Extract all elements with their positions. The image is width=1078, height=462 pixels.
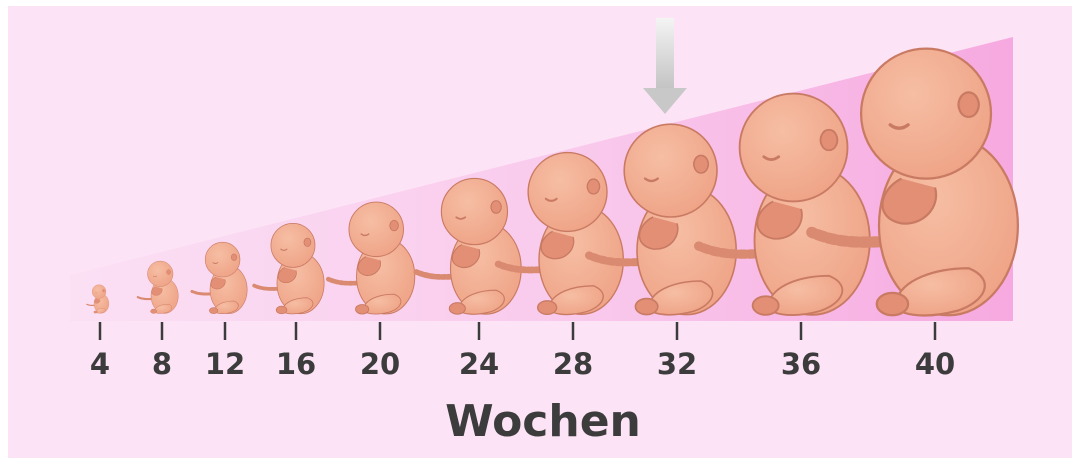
week-label-32: 32 — [657, 347, 697, 381]
week-label-8: 8 — [152, 347, 172, 381]
week-label-28: 28 — [553, 347, 593, 381]
week-label-12: 12 — [205, 347, 245, 381]
axis-title: Wochen — [445, 396, 641, 447]
week-label-24: 24 — [459, 347, 499, 381]
week-label-16: 16 — [276, 347, 316, 381]
week-label-4: 4 — [90, 347, 110, 381]
week-label-40: 40 — [915, 347, 955, 381]
week-label-20: 20 — [360, 347, 400, 381]
week-label-36: 36 — [781, 347, 821, 381]
